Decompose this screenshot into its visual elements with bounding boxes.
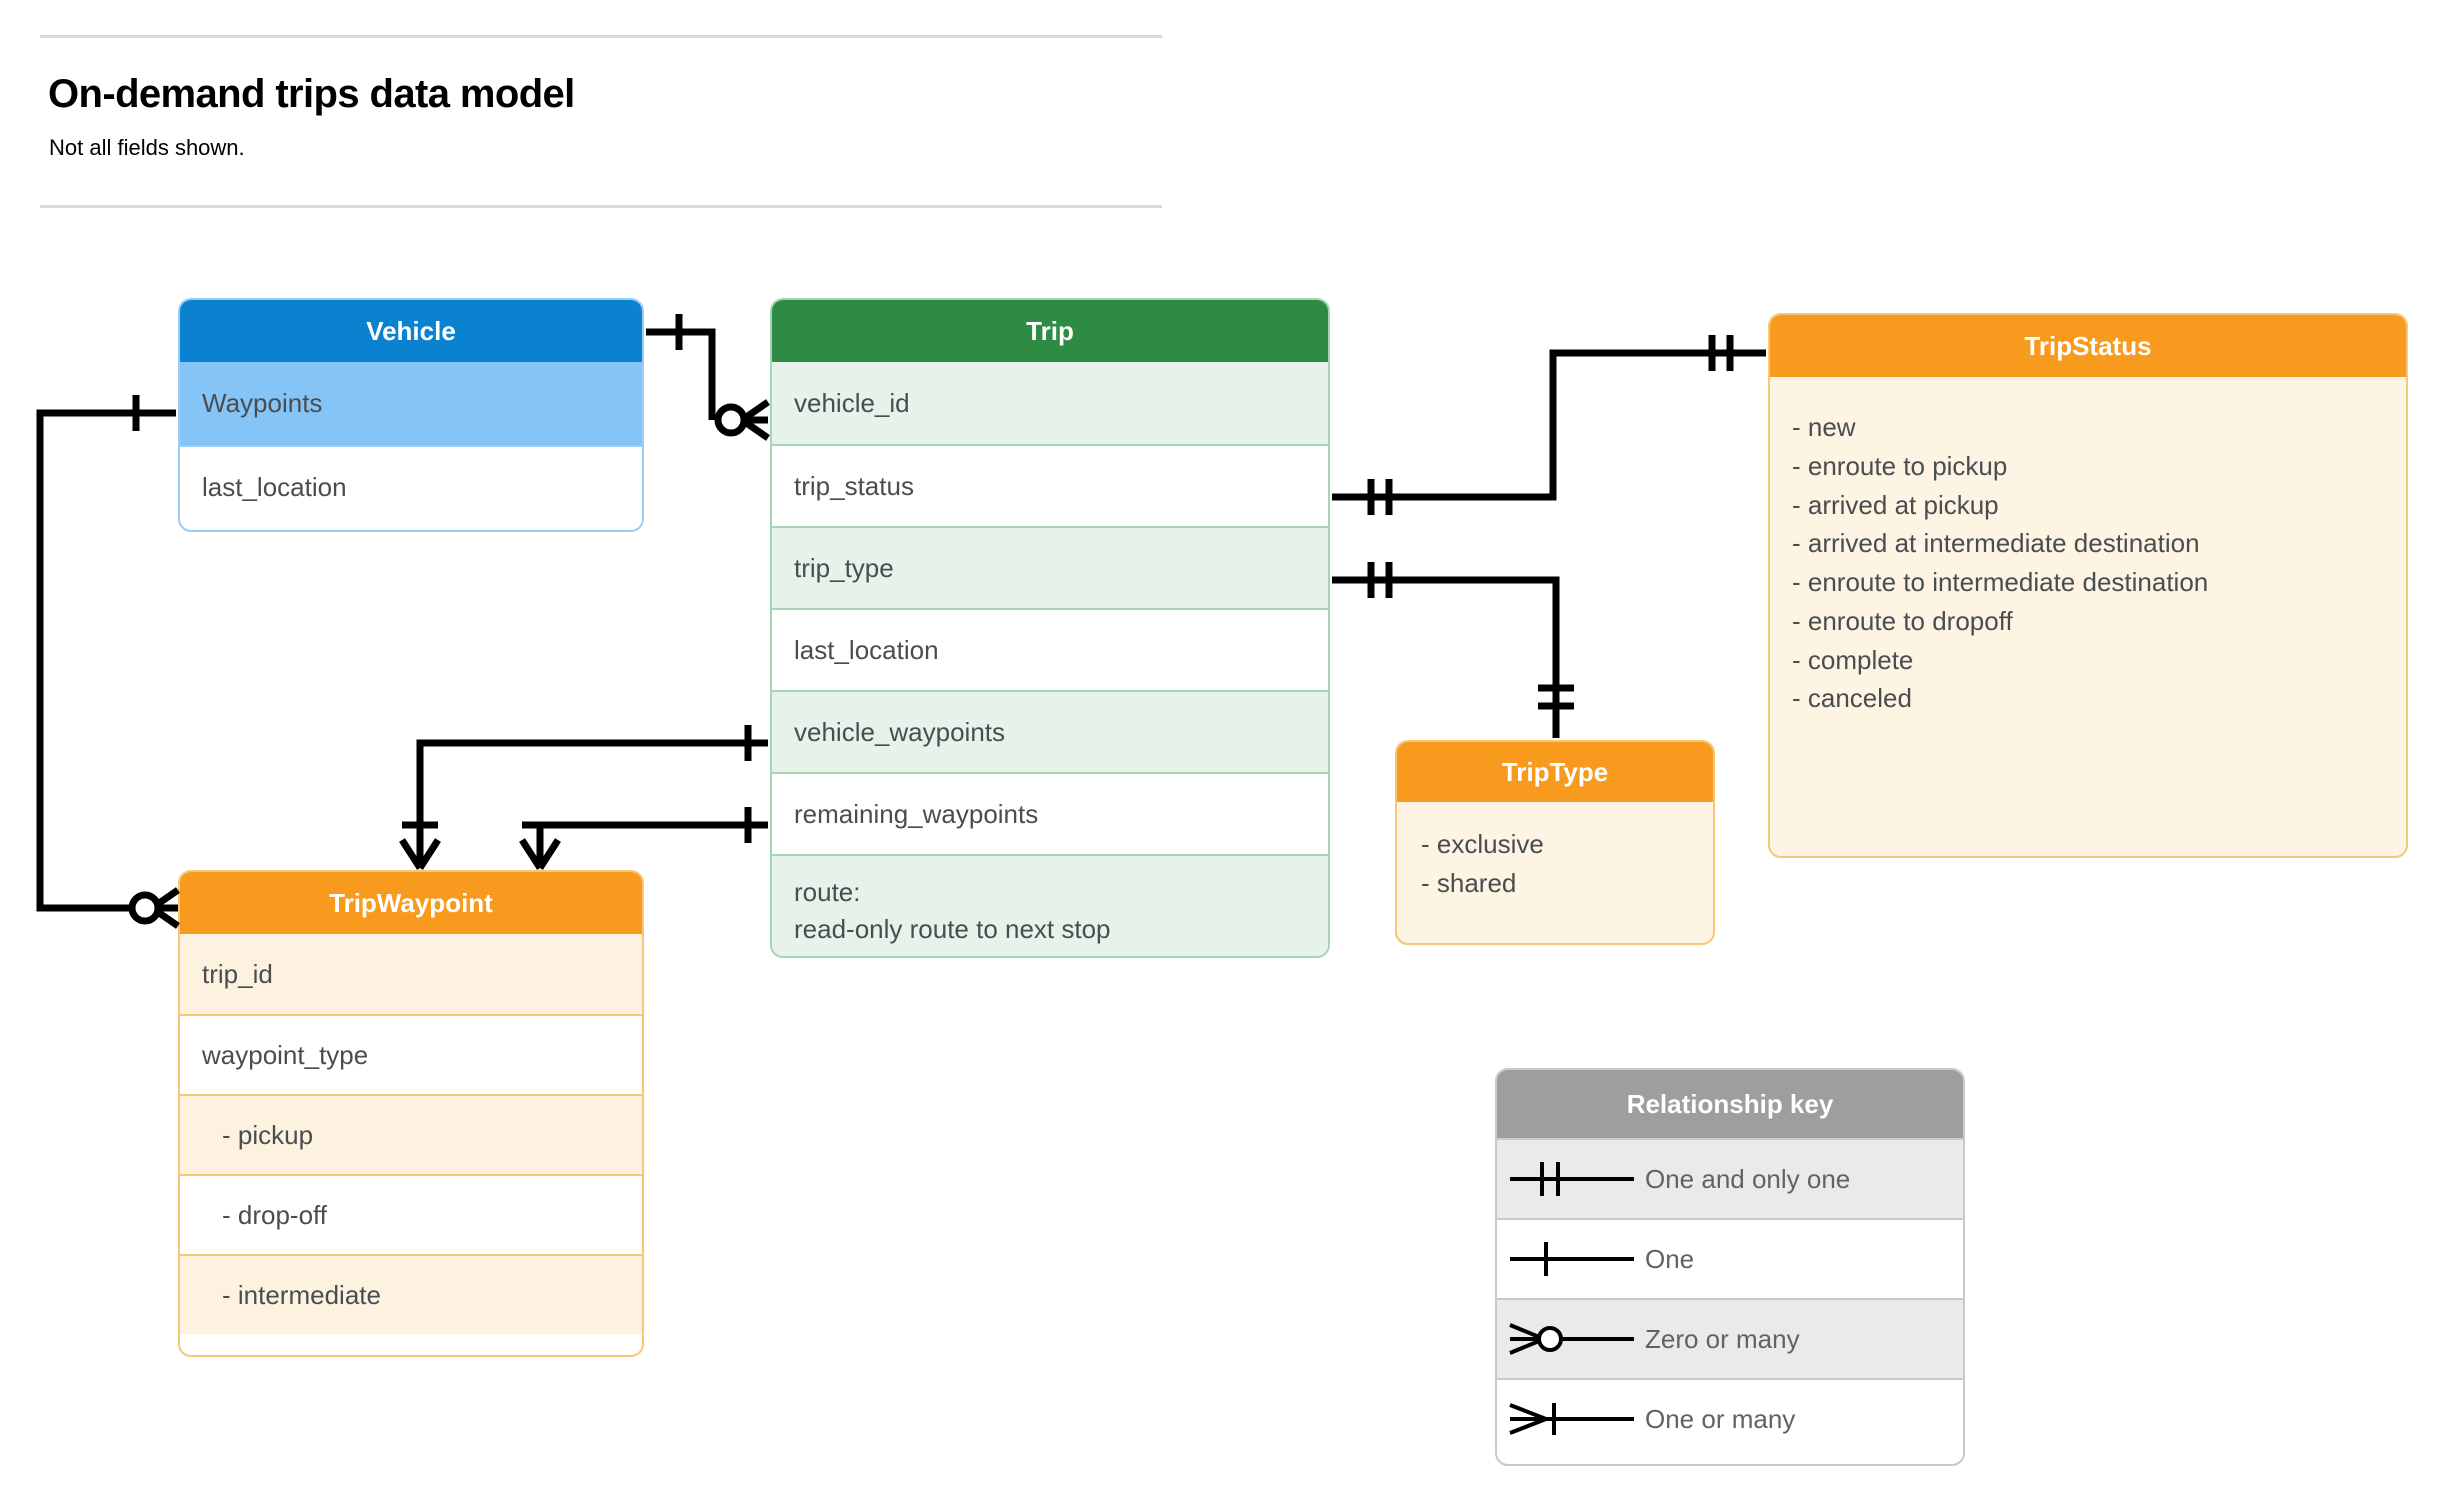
enum-item: - complete bbox=[1792, 644, 1914, 675]
field-waypoint-waypoint-type[interactable]: waypoint_type bbox=[180, 1014, 642, 1094]
field-trip-vehicle-id[interactable]: vehicle_id bbox=[772, 362, 1328, 444]
field-vehicle-last-location[interactable]: last_location bbox=[180, 445, 642, 528]
one-icon bbox=[1497, 1236, 1645, 1282]
enum-item: - arrived at intermediate destination bbox=[1792, 528, 2200, 559]
relationship-key-legend: Relationship key One and only one One bbox=[1495, 1068, 1965, 1466]
key-row-one-or-many: One or many bbox=[1497, 1378, 1963, 1458]
field-vehicle-waypoints[interactable]: Waypoints bbox=[180, 362, 642, 445]
key-label: One bbox=[1645, 1243, 1695, 1274]
entity-trip-type-values: - exclusive - shared bbox=[1397, 802, 1713, 900]
field-trip-route-line1: route: bbox=[794, 877, 861, 907]
key-row-zero-or-many: Zero or many bbox=[1497, 1298, 1963, 1378]
entity-trip-waypoint-title: TripWaypoint bbox=[180, 872, 642, 934]
entity-vehicle-fields: Waypoints last_location bbox=[180, 362, 642, 528]
field-trip-vehicle-waypoints[interactable]: vehicle_waypoints bbox=[772, 690, 1328, 772]
enum-item: - enroute to dropoff bbox=[1792, 605, 2013, 636]
enum-item: - canceled bbox=[1792, 683, 1912, 714]
field-trip-route-line2: read-only route to next stop bbox=[794, 913, 1111, 944]
entity-trip-waypoint[interactable]: TripWaypoint trip_id waypoint_type - pic… bbox=[178, 870, 644, 1357]
key-label: Zero or many bbox=[1645, 1323, 1800, 1354]
one-or-many-icon bbox=[1497, 1396, 1645, 1442]
enum-item: - shared bbox=[1421, 867, 1517, 898]
entity-trip-type[interactable]: TripType - exclusive - shared bbox=[1395, 740, 1715, 945]
connector-vehicle-to-trip bbox=[646, 314, 770, 441]
key-label: One and only one bbox=[1645, 1163, 1851, 1194]
entity-trip-waypoint-fields: trip_id waypoint_type - pickup - drop-of… bbox=[180, 934, 642, 1334]
relationship-key-title: Relationship key bbox=[1497, 1070, 1963, 1138]
key-label: One or many bbox=[1645, 1403, 1796, 1434]
page-title: On-demand trips data model bbox=[48, 72, 575, 116]
entity-vehicle-title: Vehicle bbox=[180, 300, 642, 362]
field-trip-trip-status[interactable]: trip_status bbox=[772, 444, 1328, 526]
entity-trip-status-title: TripStatus bbox=[1770, 315, 2406, 377]
entity-trip-fields: vehicle_id trip_status trip_type last_lo… bbox=[772, 362, 1328, 956]
entity-trip[interactable]: Trip vehicle_id trip_status trip_type la… bbox=[770, 298, 1330, 958]
key-row-one: One bbox=[1497, 1218, 1963, 1298]
entity-trip-status[interactable]: TripStatus - new - enroute to pickup - a… bbox=[1768, 313, 2408, 858]
entity-trip-type-title: TripType bbox=[1397, 742, 1713, 802]
field-trip-trip-type[interactable]: trip_type bbox=[772, 526, 1328, 608]
field-waypoint-trip-id[interactable]: trip_id bbox=[180, 934, 642, 1014]
field-trip-last-location[interactable]: last_location bbox=[772, 608, 1328, 690]
page-subtitle: Not all fields shown. bbox=[49, 135, 245, 160]
enum-item: - enroute to intermediate destination bbox=[1792, 567, 2209, 597]
enum-item: - exclusive bbox=[1421, 829, 1544, 859]
entity-trip-status-values: - new - enroute to pickup - arrived at p… bbox=[1770, 377, 2406, 715]
field-waypoint-pickup[interactable]: - pickup bbox=[180, 1094, 642, 1174]
field-trip-remaining-waypoints[interactable]: remaining_waypoints bbox=[772, 772, 1328, 854]
connector-trip-vehicle-waypoints-to-tripwaypoint bbox=[399, 725, 768, 870]
header-rule-top bbox=[40, 35, 1162, 38]
entity-vehicle[interactable]: Vehicle Waypoints last_location bbox=[178, 298, 644, 532]
field-waypoint-drop-off[interactable]: - drop-off bbox=[180, 1174, 642, 1254]
connector-trip-to-triptype bbox=[1332, 562, 1574, 738]
field-trip-route[interactable]: route: read-only route to next stop bbox=[772, 854, 1328, 956]
one-and-only-one-icon bbox=[1497, 1156, 1645, 1202]
enum-item: - new bbox=[1792, 412, 1856, 442]
field-waypoint-intermediate[interactable]: - intermediate bbox=[180, 1254, 642, 1334]
enum-item: - enroute to pickup bbox=[1792, 450, 2008, 481]
connector-trip-remaining-waypoints-to-tripwaypoint bbox=[519, 807, 768, 870]
connector-trip-to-tripstatus bbox=[1332, 335, 1766, 515]
header-rule-bottom bbox=[40, 205, 1162, 208]
entity-trip-title: Trip bbox=[772, 300, 1328, 362]
enum-item: - arrived at pickup bbox=[1792, 489, 1999, 520]
connector-vehicle-waypoints-to-tripwaypoint bbox=[36, 395, 180, 929]
key-row-one-and-only-one: One and only one bbox=[1497, 1138, 1963, 1218]
zero-or-many-icon bbox=[1497, 1316, 1645, 1362]
